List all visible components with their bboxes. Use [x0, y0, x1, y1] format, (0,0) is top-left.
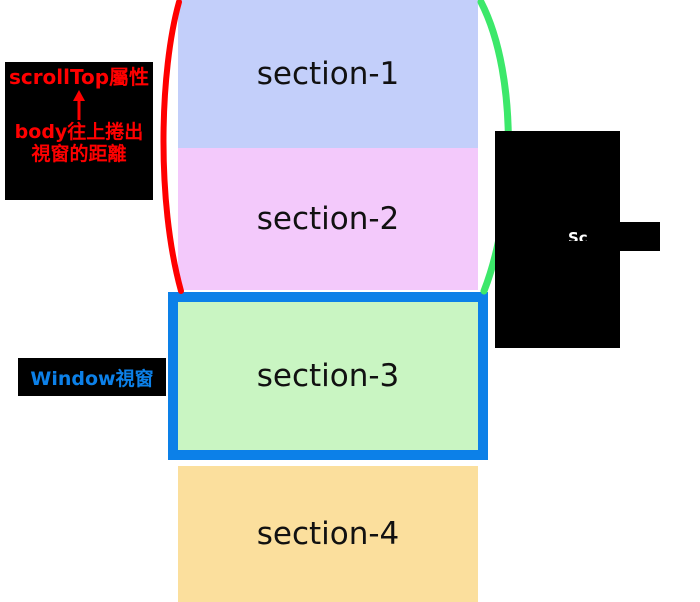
section-2-label: section-2 [256, 201, 400, 237]
scrolltop-desc-line-1: body往上捲出 [14, 121, 144, 144]
section-3-block[interactable]: section-3 [178, 302, 478, 450]
section-3-label: section-3 [256, 358, 400, 394]
section-1-label: section-1 [256, 56, 400, 92]
up-arrow-icon [73, 90, 85, 121]
scrolltop-title: scrollTop屬性 [8, 65, 150, 89]
section-4-label: section-4 [256, 516, 400, 552]
scrolltop-annotation: scrollTop屬性 body往上捲出 視窗的距離 [5, 62, 153, 200]
right-label-redaction-bar [588, 222, 660, 242]
window-annotation: Window視窗 [18, 358, 166, 396]
section-4-block[interactable]: section-4 [178, 466, 478, 602]
scrolltop-desc-line-2: 視窗的距離 [31, 142, 127, 165]
section-1-block[interactable]: section-1 [178, 0, 478, 148]
section-2-block[interactable]: section-2 [178, 148, 478, 290]
window-viewport-frame[interactable]: section-3 [168, 292, 488, 460]
window-annotation-label: Window視窗 [30, 367, 154, 390]
right-label-redaction-bar-lower [568, 241, 660, 251]
